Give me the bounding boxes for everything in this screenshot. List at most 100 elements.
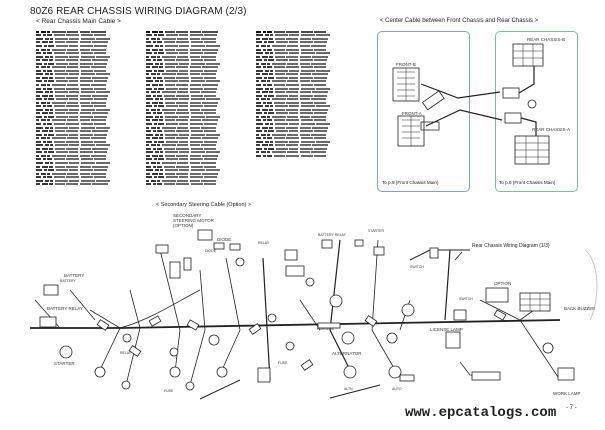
- pin-table-row: [36, 158, 120, 162]
- svg-text:RELAY: RELAY: [120, 351, 132, 355]
- pin-table-row: [256, 30, 340, 34]
- watermark: www.epcatalogs.com: [405, 405, 557, 421]
- pin-table-row: [256, 76, 340, 80]
- pin-table-row: [256, 147, 340, 151]
- pin-table-row: [146, 179, 230, 183]
- rear-a-label: REAR CHASSIS-A: [532, 127, 571, 132]
- svg-text:DIODE: DIODE: [205, 249, 217, 253]
- pin-table-row: [146, 76, 230, 80]
- pin-table-row: [146, 140, 230, 144]
- pin-table-row: [36, 34, 120, 38]
- front-box-caption: To p.9 (Front Chassis Main): [382, 180, 439, 185]
- pin-table-row: [146, 104, 230, 108]
- pin-table-row: [36, 76, 120, 80]
- pin-table-row: [36, 97, 120, 101]
- pin-table-row: [36, 129, 120, 133]
- pin-table-row: [36, 104, 120, 108]
- pin-table-row: [256, 94, 340, 98]
- pin-table-row: [36, 44, 120, 48]
- pin-table-row: [36, 30, 120, 34]
- pin-table-row: [146, 48, 230, 52]
- pin-table-row: [146, 94, 230, 98]
- svg-text:SWITCH: SWITCH: [459, 297, 473, 301]
- pin-table-row: [36, 94, 120, 98]
- battery-label: BATTERY: [64, 273, 85, 278]
- pin-table-row: [256, 108, 340, 112]
- pin-table-row: [146, 115, 230, 119]
- pin-table-row: [36, 48, 120, 52]
- pin-table-row: [36, 133, 120, 137]
- pin-table-row: [36, 154, 120, 158]
- pin-table-row: [256, 55, 340, 59]
- pin-table-row: [146, 41, 230, 45]
- pin-table-row: [36, 165, 120, 169]
- svg-text:HARNESS: HARNESS: [317, 327, 335, 331]
- pin-table-row: [146, 183, 230, 187]
- pin-table-row: [36, 101, 120, 105]
- pin-table-row: [146, 30, 230, 34]
- secondary-motor-label: SECONDARY STEERING MOTOR (OPTION): [173, 213, 214, 228]
- pin-table-row: [146, 97, 230, 101]
- pin-table-row: [36, 65, 120, 69]
- pin-table-row: [256, 140, 340, 144]
- pin-table-row: [256, 58, 340, 62]
- pin-table-row: [146, 90, 230, 94]
- pin-table-3: [256, 30, 340, 158]
- pin-table-row: [36, 83, 120, 87]
- pin-table-row: [256, 136, 340, 140]
- pin-table-row: [36, 136, 120, 140]
- rear-b-connector: [512, 43, 544, 67]
- starter-label: STARTER: [54, 361, 75, 366]
- alternator-label: ALTERNATOR: [332, 351, 362, 356]
- pin-table-row: [256, 37, 340, 41]
- pin-table-row: [146, 87, 230, 91]
- pin-table-row: [256, 104, 340, 108]
- pin-table-row: [36, 183, 120, 187]
- pin-table-row: [146, 136, 230, 140]
- pin-table-row: [146, 62, 230, 66]
- pin-table-row: [146, 51, 230, 55]
- pin-table-row: [36, 126, 120, 130]
- pin-table-row: [146, 144, 230, 148]
- pin-table-row: [36, 41, 120, 45]
- front-a-label: FRONT-A: [402, 111, 422, 116]
- pin-table-row: [256, 62, 340, 66]
- pin-table-row: [36, 151, 120, 155]
- pin-table-row: [146, 112, 230, 116]
- pin-table-row: [146, 172, 230, 176]
- rear-chassis-main-cable-subtitle: < Rear Chassis Main Cable >: [36, 18, 121, 25]
- pin-table-row: [146, 44, 230, 48]
- pin-table-row: [146, 161, 230, 165]
- pin-table-row: [146, 55, 230, 59]
- pin-table-row: [146, 165, 230, 169]
- pin-table-row: [256, 126, 340, 130]
- pin-table-2: [146, 30, 230, 186]
- page-title: 80Z6 REAR CHASSIS WIRING DIAGRAM (2/3): [30, 6, 247, 17]
- pin-table-row: [256, 112, 340, 116]
- pin-table-row: [146, 119, 230, 123]
- pin-table-row: [256, 44, 340, 48]
- pin-table-row: [146, 73, 230, 77]
- pin-table-row: [36, 175, 120, 179]
- rear-b-label: REAR CHASSIS-B: [527, 37, 566, 42]
- pin-table-row: [146, 133, 230, 137]
- pin-table-row: [256, 87, 340, 91]
- center-cable-front-box: [377, 31, 470, 192]
- pin-table-row: [146, 80, 230, 84]
- pin-table-row: [146, 168, 230, 172]
- rear-box-caption: To p.8 (Front Chassis Main): [499, 180, 556, 185]
- pin-table-row: [36, 73, 120, 77]
- pin-table-row: [146, 65, 230, 69]
- back-buzzer-label: BACK BUZZER: [564, 306, 596, 311]
- pin-table-row: [256, 73, 340, 77]
- svg-text:AUTO: AUTO: [392, 387, 402, 391]
- pin-table-row: [256, 65, 340, 69]
- pin-table-row: [146, 101, 230, 105]
- pin-table-row: [146, 147, 230, 151]
- pin-table-row: [146, 108, 230, 112]
- pin-table-row: [256, 34, 340, 38]
- svg-text:BATTERY RELAY: BATTERY RELAY: [318, 233, 347, 237]
- pin-table-row: [36, 37, 120, 41]
- secondary-steering-title: < Secondary Steering Cable (Option) >: [156, 202, 252, 208]
